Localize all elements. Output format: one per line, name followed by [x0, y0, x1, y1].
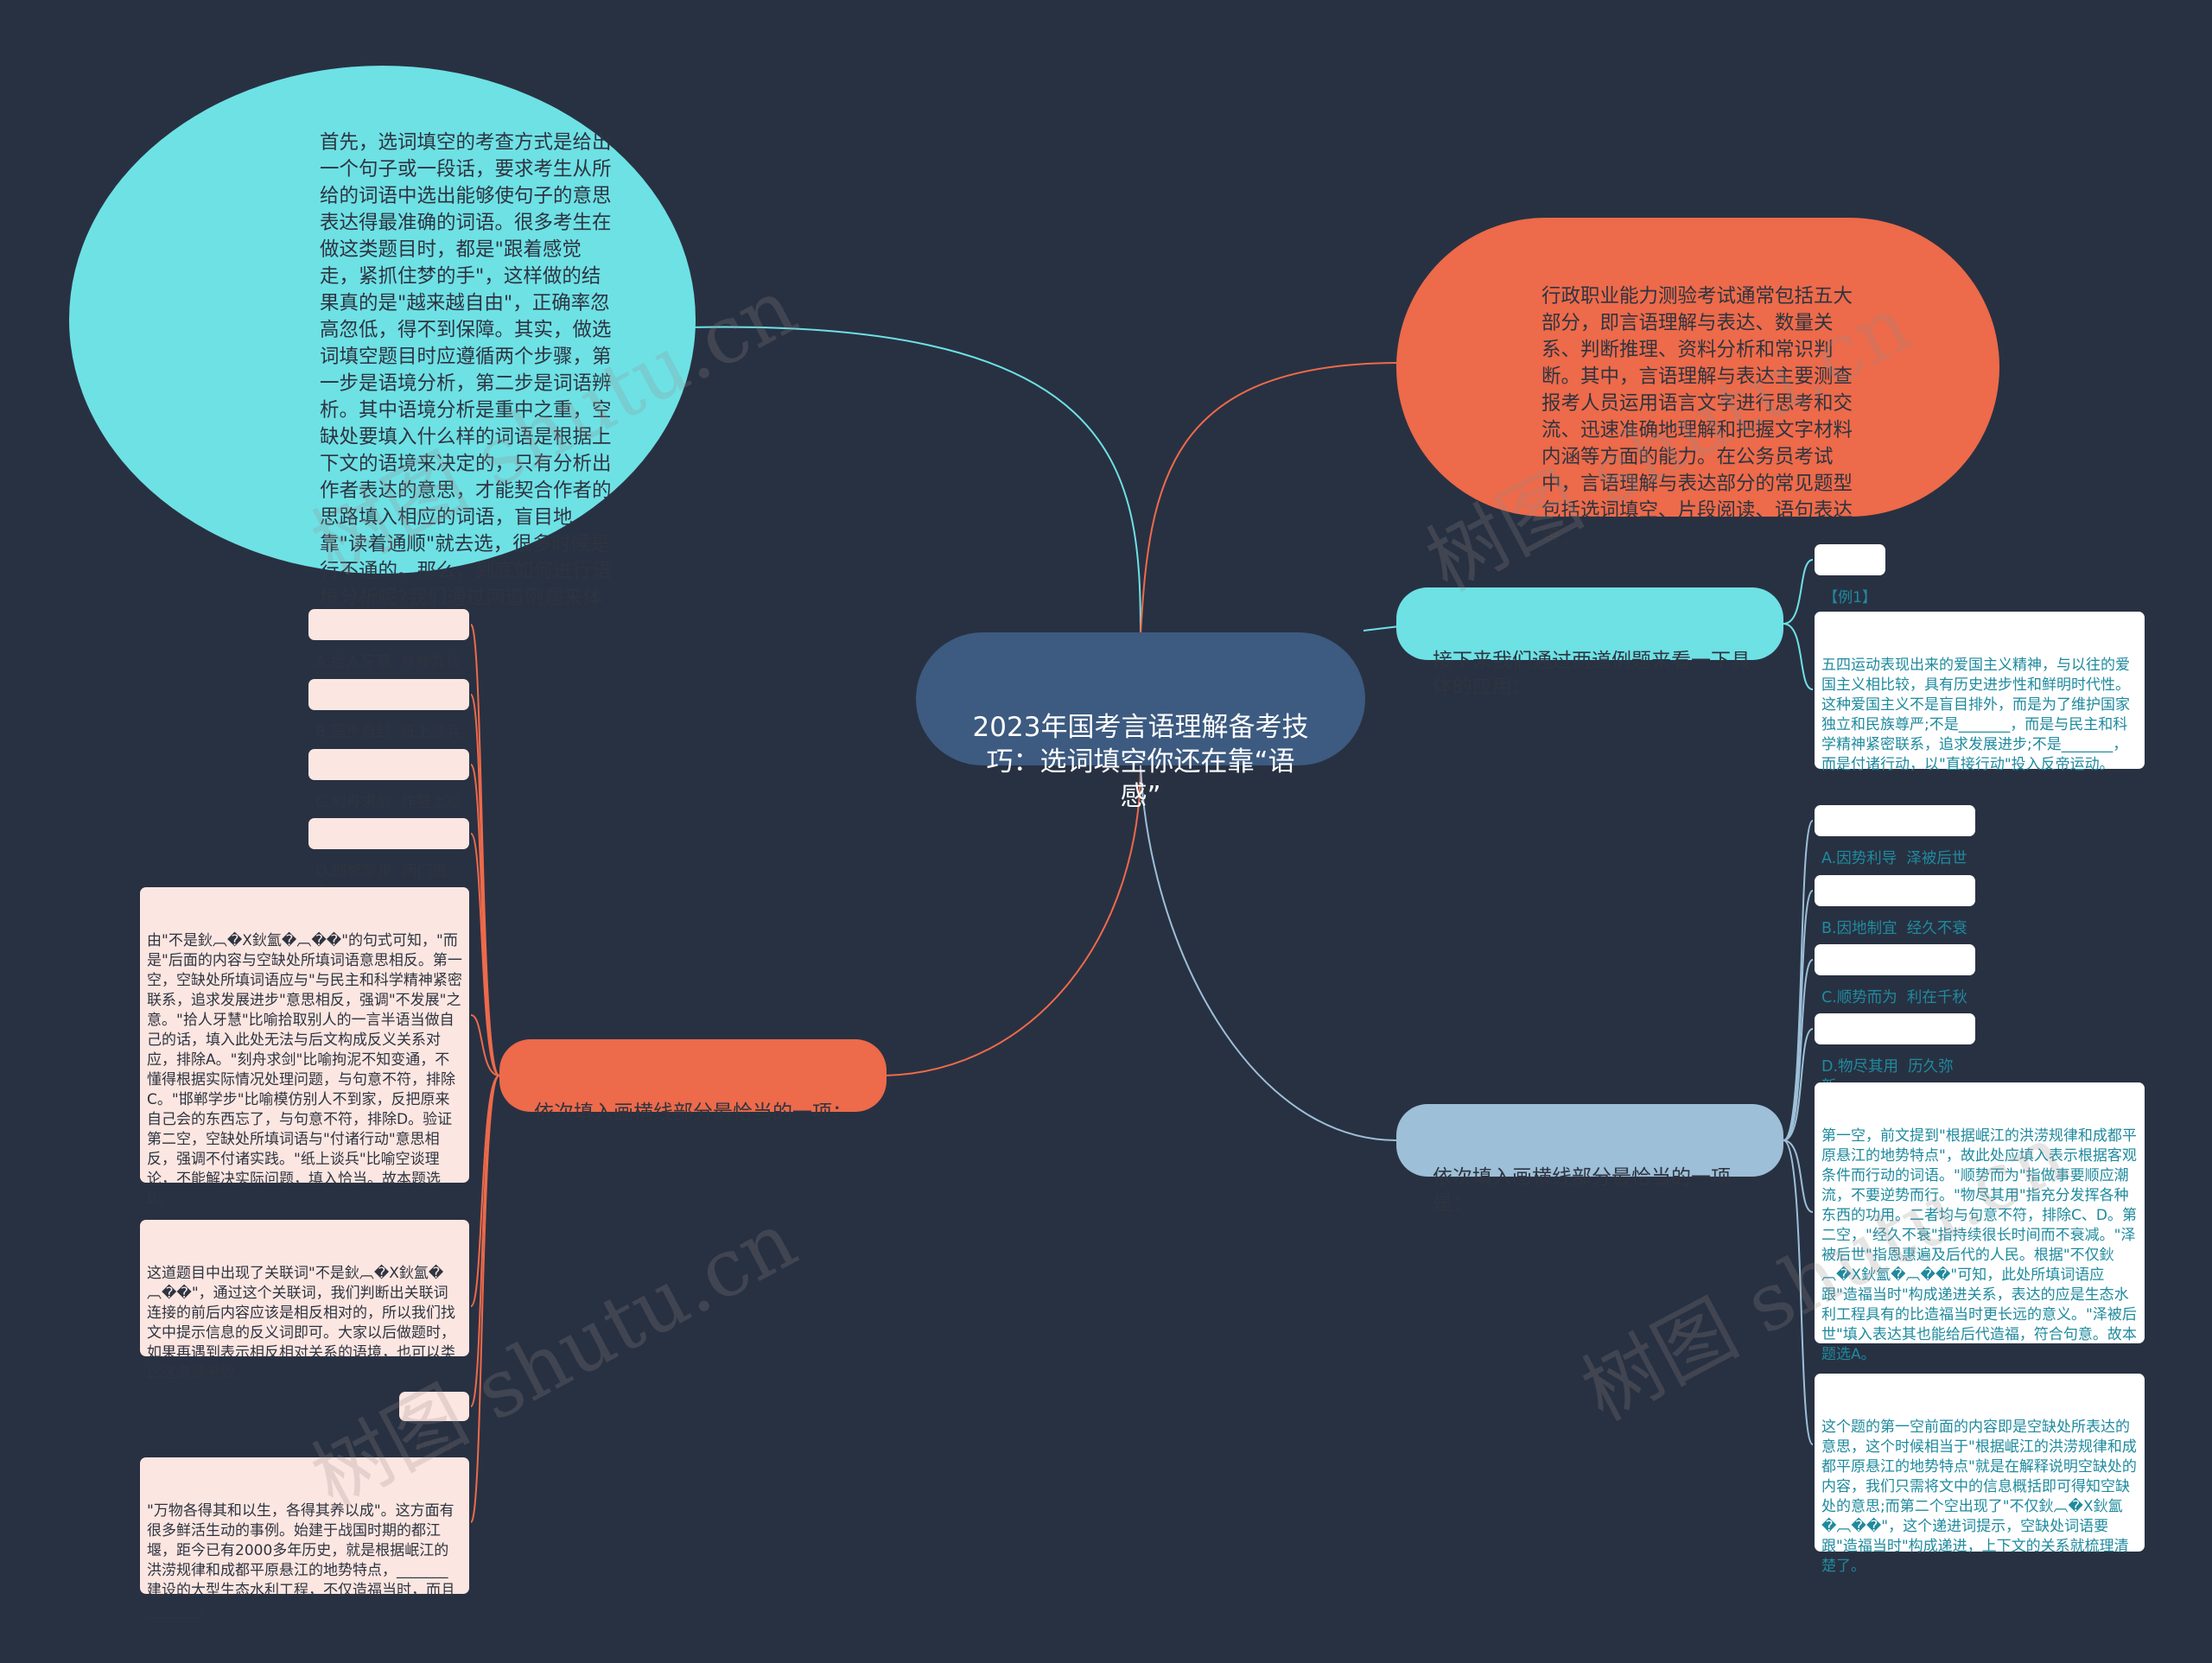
example1-question[interactable]: 五四运动表现出来的爱国主义精神，与以往的爱国主义相比较，具有历史进步性和鲜明时代… [1815, 612, 2145, 773]
left-analysis[interactable]: 由"不是鈥︹�X鈥氳�︹��"的句式可知，"而是"后面的内容与空缺处所填词语意思… [140, 887, 469, 1208]
right-note-text: 这个题的第一空前面的内容即是空缺处所表达的意思，这个时候相当于"根据岷江的洪涝规… [1821, 1419, 2137, 1575]
central-topic[interactable]: 2023年国考言语理解备考技巧：选词填空你还在靠“语感” [916, 632, 1365, 812]
example1-tag-label: 【例1】 [1823, 589, 1877, 606]
left-option-a[interactable]: A.拾人牙慧 夸夸其谈 [308, 609, 469, 671]
branch-examples[interactable]: 接下来我们通过两道例题来看一下具体的应用： [1396, 587, 1783, 698]
example1-question-text: 五四运动表现出来的爱国主义精神，与以往的爱国主义相比较，具有历史进步性和鲜明时代… [1821, 657, 2130, 773]
example2-tag[interactable]: 【例2】 [399, 1392, 469, 1454]
right-option-a[interactable]: A.因势利导 泽被后世 [1815, 805, 1975, 867]
left-note[interactable]: 这道题目中出现了关联词"不是鈥︹�X鈥氳�︹��"，通过这个关联词，我们判断出关… [140, 1220, 469, 1381]
link-examples-question1 [1783, 623, 1814, 690]
link-examples-tag1 [1783, 559, 1814, 625]
left-option-a-label: A.拾人牙慧 夸夸其谈 [315, 654, 461, 671]
left-note-text: 这道题目中出现了关联词"不是鈥︹�X鈥氳�︹��"，通过这个关联词，我们判断出关… [147, 1265, 455, 1381]
example1-tag[interactable]: 【例1】 [1815, 544, 1885, 606]
intro-left-bubble[interactable]: 首先，选词填空的考查方式是给出一个句子或一段话，要求考生从所给的词语中选出能够使… [69, 66, 696, 636]
link-center-to-intro-right [1140, 362, 1401, 636]
left-option-b[interactable]: B.固步自封 纸上谈兵 [308, 679, 469, 741]
central-topic-label: 2023年国考言语理解备考技巧：选词填空你还在靠“语感” [972, 712, 1309, 812]
right-option-c[interactable]: C.顺势而为 利在千秋 [1815, 944, 1975, 1006]
intro-right-text: 行政职业能力测验考试通常包括五大部分，即言语理解与表达、数量关系、判断推理、资料… [1541, 285, 1853, 549]
right-note[interactable]: 这个题的第一空前面的内容即是空缺处所表达的意思，这个时候相当于"根据岷江的洪涝规… [1815, 1374, 2145, 1575]
branch-right[interactable]: 依次填入画横线部分最恰当的一项是： [1396, 1104, 1783, 1215]
right-analysis-text: 第一空，前文提到"根据岷江的洪涝规律和成都平原悬江的地势特点"，故此处应填入表示… [1821, 1127, 2137, 1363]
link-center-to-intro-left [656, 326, 1141, 636]
link-center-to-branch-right [1140, 765, 1397, 1141]
left-option-d[interactable]: D.邯郸学步 闭门造车 [308, 818, 469, 900]
left-analysis-text: 由"不是鈥︹�X鈥氳�︹��"的句式可知，"而是"后面的内容与空缺处所填词语意思… [147, 932, 462, 1208]
branch-left-label: 依次填入画横线部分最恰当的一项： [534, 1101, 852, 1124]
branch-left[interactable]: 依次填入画横线部分最恰当的一项： [499, 1039, 887, 1124]
left-option-c[interactable]: C.刻舟求剑 作壁上观 [308, 749, 469, 811]
left-option-b-label: B.固步自封 纸上谈兵 [315, 724, 461, 741]
example2-tag-label: 【例2】 [407, 1437, 461, 1454]
example2-question[interactable]: "万物各得其和以生，各得其养以成"。这方面有很多鲜活生动的事例。始建于战国时期的… [140, 1457, 469, 1619]
branch-examples-label: 接下来我们通过两道例题来看一下具体的应用： [1433, 650, 1751, 698]
left-option-c-label: C.刻舟求剑 作壁上观 [315, 794, 461, 811]
right-option-a-label: A.因势利导 泽被后世 [1821, 850, 1967, 867]
intro-right-bubble[interactable]: 行政职业能力测验考试通常包括五大部分，即言语理解与表达、数量关系、判断推理、资料… [1396, 218, 1999, 549]
link-center-to-branch-left [885, 765, 1141, 1076]
right-option-d[interactable]: D.物尽其用 历久弥新 [1815, 1013, 1975, 1095]
right-analysis[interactable]: 第一空，前文提到"根据岷江的洪涝规律和成都平原悬江的地势特点"，故此处应填入表示… [1815, 1082, 2145, 1363]
branch-right-label: 依次填入画横线部分最恰当的一项是： [1433, 1166, 1731, 1215]
right-option-b-label: B.因地制宜 经久不衰 [1821, 920, 1967, 937]
example2-question-text: "万物各得其和以生，各得其养以成"。这方面有很多鲜活生动的事例。始建于战国时期的… [147, 1502, 455, 1619]
right-option-c-label: C.顺势而为 利在千秋 [1821, 989, 1967, 1006]
intro-left-text: 首先，选词填空的考查方式是给出一个句子或一段话，要求考生从所给的词语中选出能够使… [320, 131, 612, 636]
right-option-b[interactable]: B.因地制宜 经久不衰 [1815, 875, 1975, 937]
